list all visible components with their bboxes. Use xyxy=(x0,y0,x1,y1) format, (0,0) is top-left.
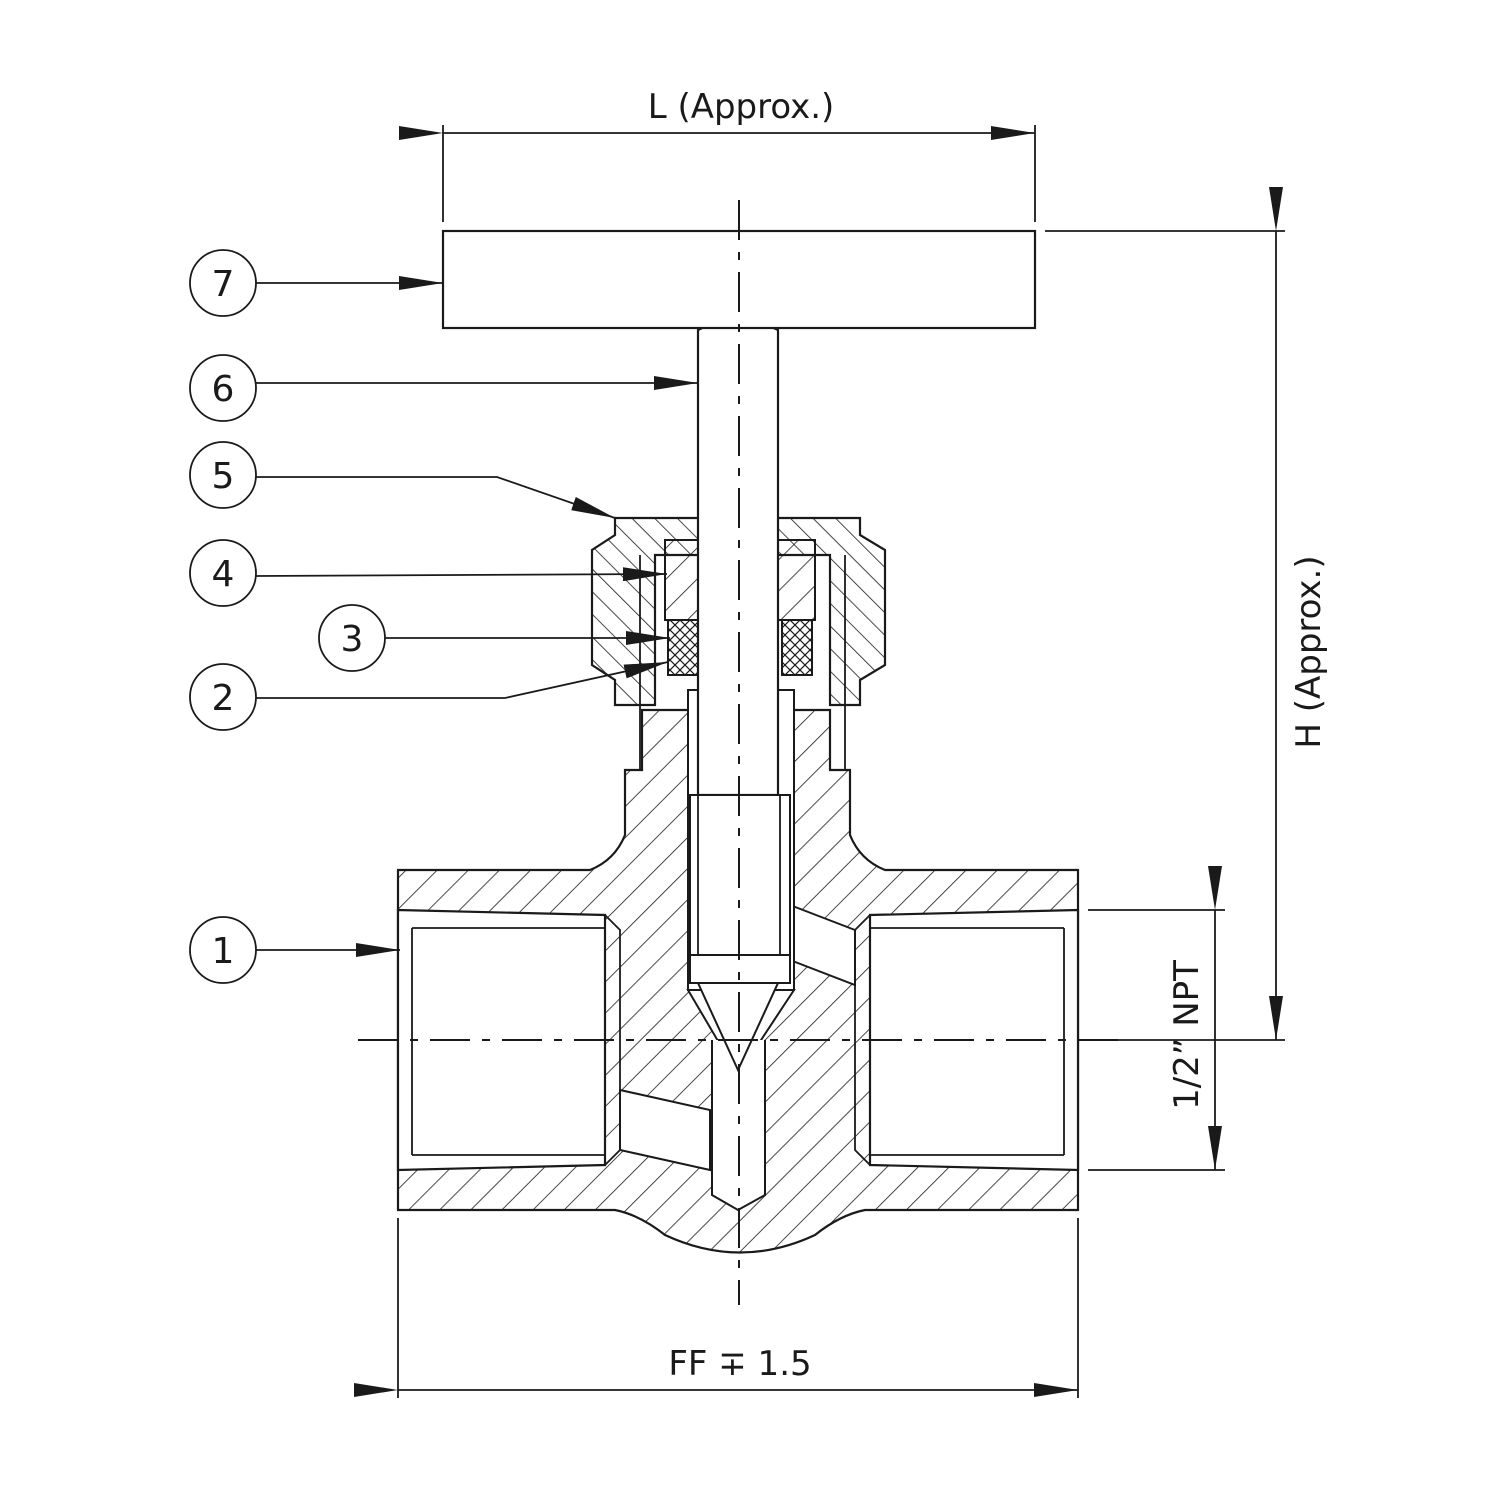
height-label: H (Approx.) xyxy=(1289,555,1329,748)
dimension-face-to-face: FF ∓ 1.5 xyxy=(354,1218,1079,1398)
balloon-1: 1 xyxy=(189,916,400,984)
port-label: 1/2” NPT xyxy=(1167,960,1207,1110)
packing-right xyxy=(781,619,813,676)
svg-text:6: 6 xyxy=(212,369,235,410)
balloon-3: 3 xyxy=(318,604,670,672)
dimension-port: 1/2” NPT xyxy=(1088,866,1225,1171)
dimension-height: H (Approx.) xyxy=(1045,187,1329,1041)
balloon-4: 4 xyxy=(189,539,668,607)
svg-text:4: 4 xyxy=(212,554,235,595)
dimension-length: L (Approx.) xyxy=(399,87,1036,222)
svg-text:7: 7 xyxy=(212,264,235,305)
length-label: L (Approx.) xyxy=(648,87,835,127)
svg-text:2: 2 xyxy=(212,678,235,719)
packing-left xyxy=(667,619,699,676)
svg-text:3: 3 xyxy=(341,619,364,660)
svg-text:1: 1 xyxy=(212,931,235,972)
svg-text:5: 5 xyxy=(212,456,235,497)
bonnet-nut xyxy=(590,516,887,770)
balloon-7: 7 xyxy=(189,249,443,317)
face-to-face-label: FF ∓ 1.5 xyxy=(668,1344,811,1384)
flow-passage-left xyxy=(619,1088,711,1172)
balloon-5: 5 xyxy=(189,441,616,519)
left-port xyxy=(396,908,607,1172)
balloon-6: 6 xyxy=(189,354,698,422)
balloon-2: 2 xyxy=(189,661,669,731)
